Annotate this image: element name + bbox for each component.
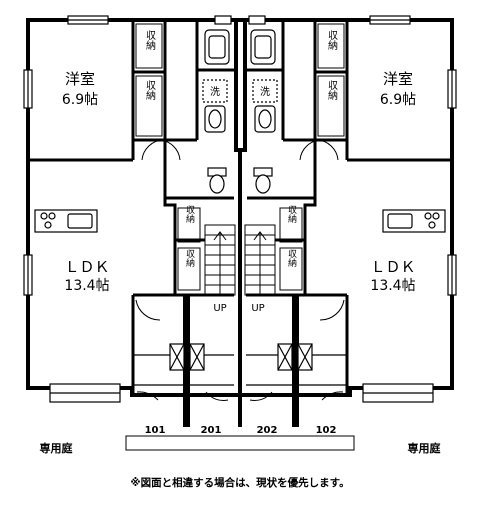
bedroom-right-name: 洋室 [383, 70, 413, 88]
disclaimer-note: ※図面と相違する場合は、現状を優先します。 [130, 476, 349, 489]
storage-label: 収納 [326, 80, 338, 101]
unit-number: 101 [145, 425, 166, 436]
washer-icon [252, 79, 278, 103]
washer-label: 洗 [260, 86, 270, 98]
storage-label: 収納 [326, 30, 338, 51]
unit-number: 201 [201, 425, 222, 436]
windows [23, 15, 457, 296]
interior-walls [28, 20, 452, 395]
storage-label: 収納 [286, 248, 297, 268]
bedroom-left-size: 6.9帖 [62, 92, 98, 108]
storage-label: 収納 [144, 30, 156, 51]
ldk-right-size: 13.4帖 [370, 278, 415, 294]
ldk-left-size: 13.4帖 [64, 278, 109, 294]
storage-label: 収納 [184, 248, 195, 268]
washer-label: 洗 [210, 86, 220, 98]
unit-number: 102 [316, 425, 337, 436]
stairs-right [244, 224, 276, 296]
washer-icon [202, 79, 228, 103]
porch-step [125, 435, 355, 451]
stairs-up-label: UP [213, 303, 226, 314]
bedroom-left-name: 洋室 [65, 70, 95, 88]
ldk-right-name: ＬＤＫ [370, 258, 415, 276]
storage-label: 収納 [184, 204, 195, 224]
private-garden-label: 専用庭 [408, 441, 441, 455]
storage-label: 収納 [144, 80, 156, 101]
storage-label: 収納 [286, 204, 297, 224]
stairs-left [204, 224, 236, 296]
door-swings [135, 139, 345, 401]
ldk-left-name: ＬＤＫ [64, 258, 109, 276]
storage-closets: 収納 収納 収納 収納 収納 収納 収納 収納 [135, 23, 345, 291]
garden-door-left [49, 383, 434, 403]
unit-number: 202 [257, 425, 278, 436]
bedroom-right-size: 6.9帖 [380, 92, 416, 108]
bath-fixtures [34, 29, 446, 371]
party-walls [183, 20, 299, 427]
private-garden-label: 専用庭 [40, 441, 73, 455]
stairs-up-label: UP [251, 303, 264, 314]
